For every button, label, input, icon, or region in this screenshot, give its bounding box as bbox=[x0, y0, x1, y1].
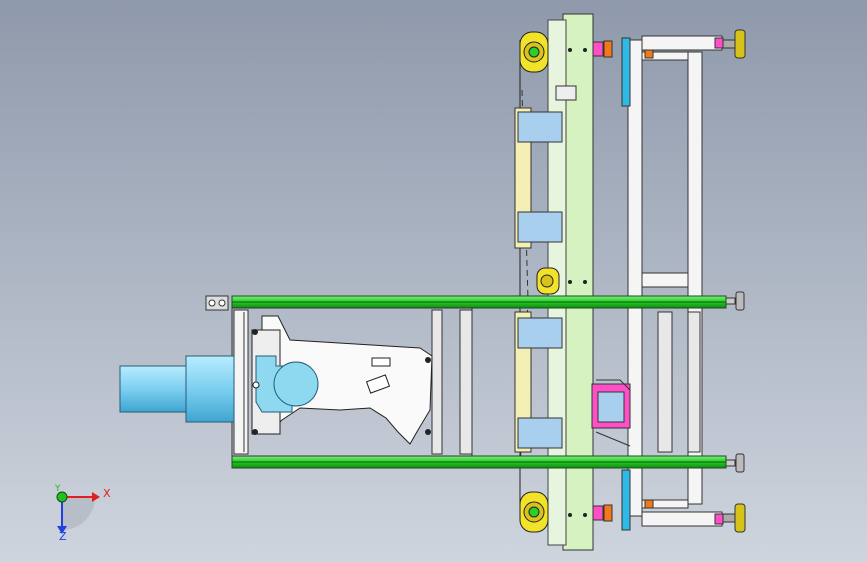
motor-housing bbox=[185, 355, 235, 423]
bracket-4 bbox=[517, 417, 563, 449]
bracket-2 bbox=[517, 211, 563, 243]
bracket-3 bbox=[517, 317, 563, 349]
right-support-frame[interactable] bbox=[592, 29, 746, 533]
bolt bbox=[583, 48, 587, 52]
bolt bbox=[568, 280, 572, 284]
motor-mount-frame[interactable] bbox=[231, 307, 701, 457]
motor-shaft bbox=[119, 365, 191, 413]
frame-left-plate bbox=[233, 309, 249, 455]
y-axis-dot bbox=[56, 491, 68, 503]
orange-fitting-bot bbox=[603, 504, 613, 522]
x-axis-arrow bbox=[92, 492, 100, 502]
frame-rail-top bbox=[641, 35, 723, 51]
small-lever bbox=[365, 374, 391, 394]
bottom-drive-roller[interactable] bbox=[519, 491, 549, 533]
leveling-foot-top[interactable] bbox=[722, 29, 746, 59]
horizontal-profile-rails[interactable] bbox=[231, 295, 727, 469]
frame-rail-mid bbox=[641, 272, 689, 288]
orange-fitting-top bbox=[603, 40, 613, 58]
pink-fitting-bot bbox=[592, 505, 604, 521]
orange-fitting-r1 bbox=[644, 49, 654, 59]
small-clip bbox=[555, 85, 577, 101]
triad-base-arc bbox=[62, 497, 95, 530]
small-tab bbox=[371, 357, 391, 367]
bolt bbox=[252, 329, 258, 335]
top-drive-roller[interactable] bbox=[519, 31, 549, 73]
bolt bbox=[568, 513, 572, 517]
leveling-foot-bottom[interactable] bbox=[722, 503, 746, 533]
frame-vert-2 bbox=[459, 309, 473, 455]
frame-vert-4 bbox=[687, 311, 701, 453]
frame-vert-3 bbox=[657, 311, 673, 453]
z-axis-arrow bbox=[57, 526, 67, 534]
x-axis-label: X bbox=[103, 487, 111, 500]
frame-rail-under bbox=[641, 51, 689, 61]
pink-fitting-r2 bbox=[714, 513, 724, 525]
mid-idler-roller[interactable] bbox=[536, 267, 560, 295]
motor-body[interactable] bbox=[119, 355, 235, 423]
bracket-1 bbox=[517, 111, 563, 143]
magenta-housing[interactable] bbox=[591, 379, 631, 447]
bolt bbox=[425, 357, 431, 363]
corner-connector[interactable] bbox=[205, 295, 229, 311]
frame-vert-1 bbox=[431, 309, 443, 455]
frame-rail-bottom bbox=[641, 511, 723, 527]
bolt bbox=[583, 280, 587, 284]
teal-bar-top bbox=[621, 37, 631, 107]
z-axis-label: Z bbox=[59, 530, 67, 543]
bolt bbox=[425, 429, 431, 435]
y-axis-label: Y bbox=[55, 484, 61, 494]
pink-fitting-r1 bbox=[714, 37, 724, 49]
pink-fitting-top bbox=[592, 41, 604, 57]
frame-rail-under2 bbox=[641, 499, 689, 509]
bolt bbox=[252, 429, 258, 435]
coordinate-triad bbox=[56, 491, 100, 534]
bolt bbox=[568, 48, 572, 52]
cyan-disk bbox=[273, 361, 319, 407]
gear-mechanism[interactable] bbox=[251, 315, 433, 445]
frame-post-left bbox=[627, 39, 643, 517]
leveling-foot-mid-upper[interactable] bbox=[724, 291, 745, 311]
teal-bar-bottom bbox=[621, 469, 631, 531]
pin bbox=[252, 381, 260, 389]
leveling-foot-mid-lower[interactable] bbox=[724, 453, 745, 473]
bolt bbox=[583, 513, 587, 517]
orange-fitting-r2 bbox=[644, 499, 654, 509]
